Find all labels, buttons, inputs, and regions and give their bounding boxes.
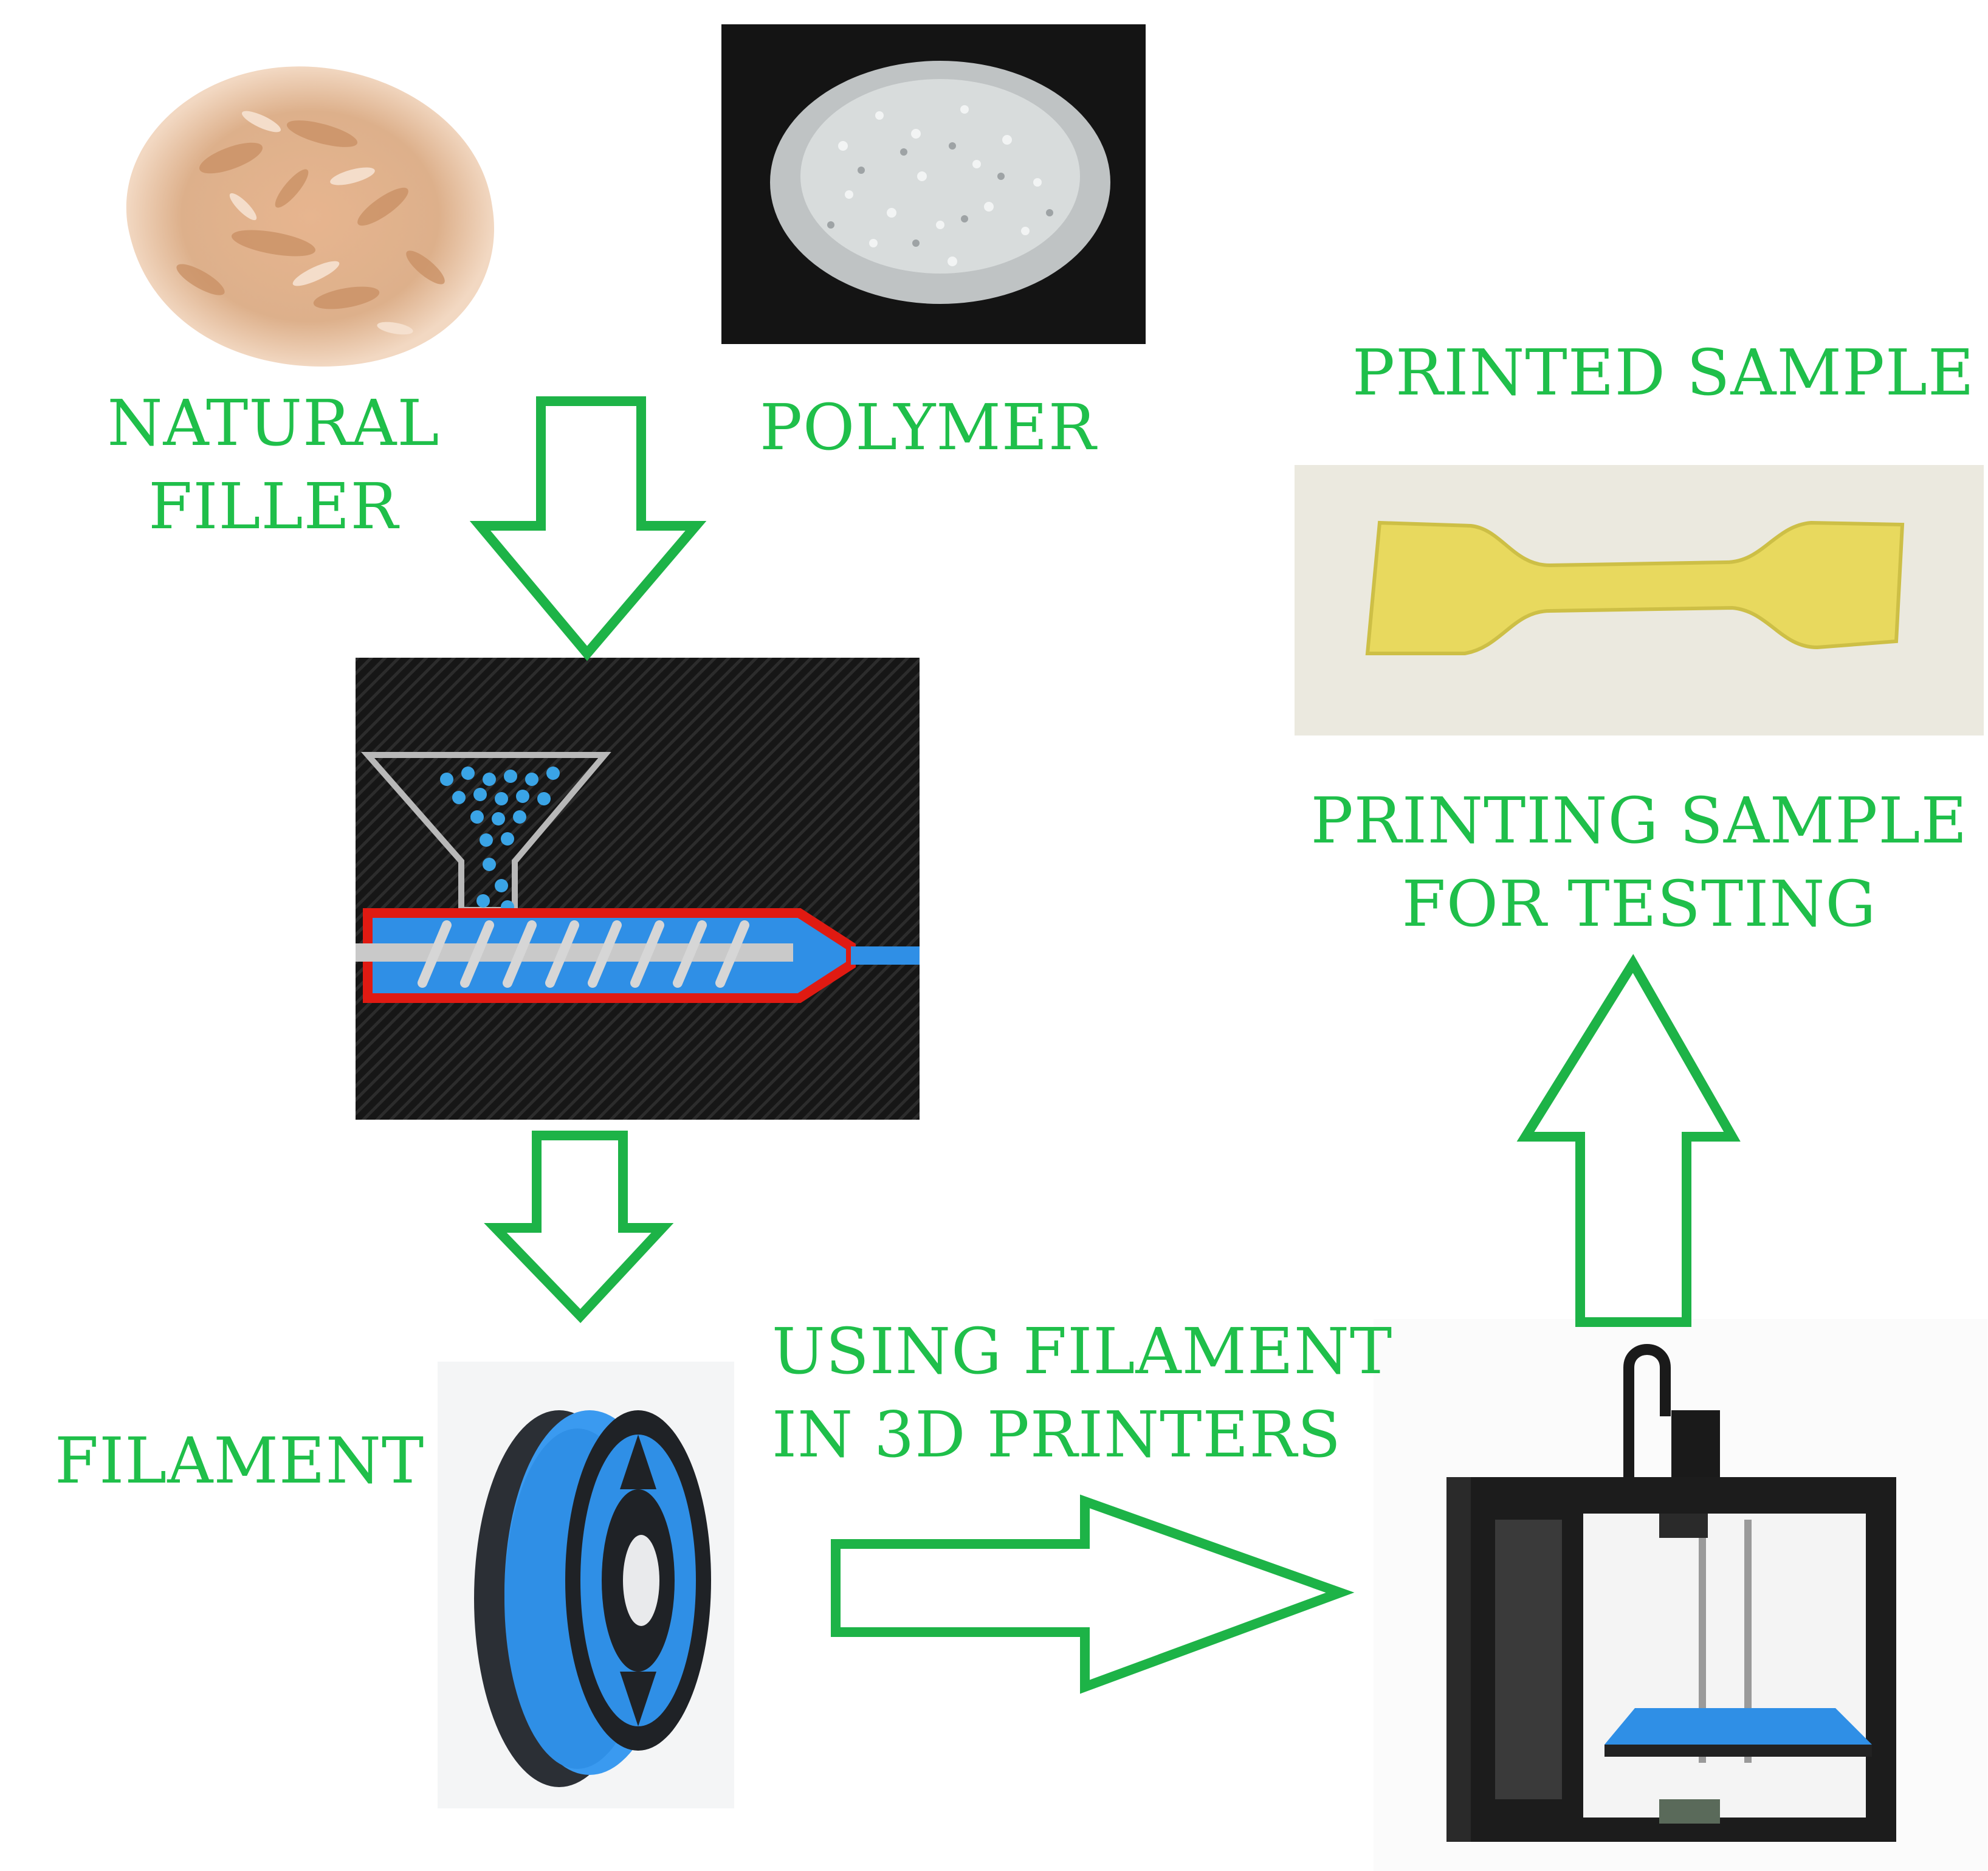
3d-printer-image	[1374, 1319, 1987, 1871]
printed-sample-label: PRINTED SAMPLE	[1352, 336, 1975, 410]
arrow-down-2	[484, 1131, 674, 1323]
printing-sample-label: PRINTING SAMPLE FOR TESTING	[1295, 779, 1984, 946]
filament-label: FILAMENT	[55, 1424, 425, 1498]
arrow-down-1	[469, 396, 707, 661]
using-filament-label: USING FILAMENT IN 3D PRINTERS	[772, 1310, 1392, 1477]
arrow-right	[831, 1494, 1355, 1694]
arrow-up	[1516, 954, 1741, 1327]
natural-filler-line-1: NATURAL	[107, 386, 440, 460]
polymer-label: POLYMER	[760, 390, 1097, 464]
using-filament-line-2: IN 3D PRINTERS	[772, 1397, 1341, 1472]
printing-sample-line-1: PRINTING SAMPLE	[1310, 784, 1968, 858]
natural-filler-image	[126, 66, 495, 367]
extruder-diagram-image	[356, 658, 920, 1120]
natural-filler-label: NATURAL FILLER	[103, 382, 444, 549]
printed-sample-image	[1295, 465, 1984, 736]
polymer-pellets-image	[721, 24, 1146, 344]
filament-spool-image	[438, 1362, 734, 1808]
using-filament-line-1: USING FILAMENT	[772, 1314, 1393, 1388]
natural-filler-line-2: FILLER	[148, 469, 399, 544]
printing-sample-line-2: FOR TESTING	[1402, 867, 1877, 942]
